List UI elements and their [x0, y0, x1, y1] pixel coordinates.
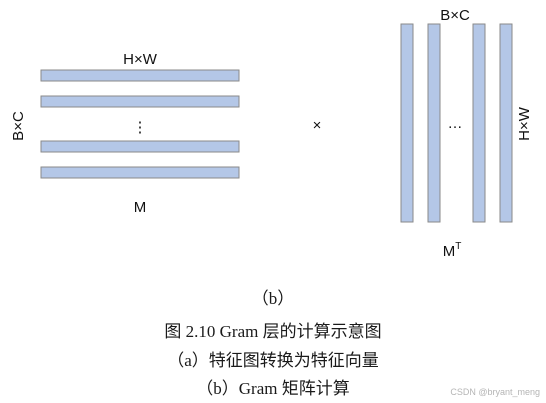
matrix-m: H×W ⋮ B×C M: [10, 51, 240, 216]
matrix-m-vertical-ellipsis: ⋮: [133, 119, 148, 136]
matrix-mt-superscript: T: [455, 241, 461, 252]
matrix-m-row-bar: [40, 95, 240, 108]
matrix-m-name: M: [134, 199, 147, 216]
matrix-mt-name: MT: [443, 241, 462, 260]
multiply-operator: ×: [313, 117, 322, 134]
figure-caption-line-a: （a）特征图转换为特征向量: [167, 351, 379, 370]
matrix-m-height-label: B×C: [10, 111, 27, 141]
matrix-mt-column-bar: [499, 23, 513, 223]
matrix-mt-height-label: H×W: [516, 106, 533, 141]
matrix-mt-name-base: M: [443, 243, 456, 260]
matrix-m-width-label: H×W: [123, 51, 158, 68]
matrix-mt-width-label: B×C: [440, 7, 470, 24]
matrix-m-row-bar: [40, 166, 240, 179]
figure-caption-title: 图 2.10 Gram 层的计算示意图: [164, 322, 382, 341]
matrix-mt-column-bar: [472, 23, 486, 223]
watermark: CSDN @bryant_meng: [450, 387, 540, 397]
sub-figure-label: （b）: [251, 289, 295, 308]
figure-caption-line-b: （b）Gram 矩阵计算: [196, 379, 350, 398]
matrix-mt-column-bar: [400, 23, 414, 223]
matrix-mt: B×C … H×W MT: [400, 7, 533, 260]
matrix-mt-column-bar: [427, 23, 441, 223]
diagram-canvas: H×W ⋮ B×C M × B×C … H×W MT: [10, 7, 533, 260]
matrix-m-row-bar: [40, 140, 240, 153]
matrix-mt-horizontal-ellipsis: …: [448, 115, 463, 132]
matrix-m-row-bar: [40, 69, 240, 82]
